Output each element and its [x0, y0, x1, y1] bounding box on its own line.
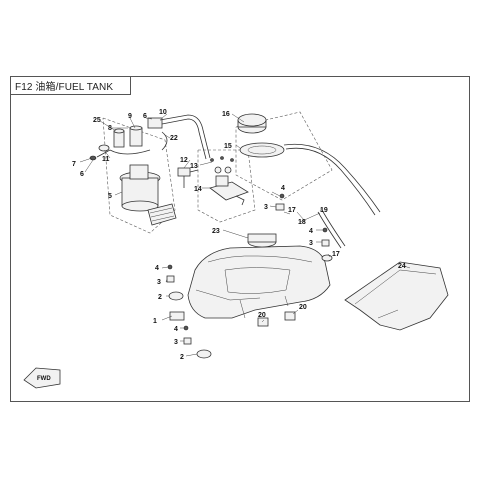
callout-6: 6	[143, 113, 147, 120]
fuel-hose	[159, 114, 211, 160]
title-box: F12 油箱/FUEL TANK	[11, 77, 131, 95]
leader-lines	[79, 113, 411, 357]
callout-3c: 3	[264, 204, 268, 211]
callout-23: 23	[212, 228, 220, 235]
fuel-pump-group-outline	[102, 117, 176, 234]
callout-2a: 2	[158, 294, 162, 301]
callout-4b: 4	[174, 326, 178, 333]
callout-5: 5	[108, 193, 112, 200]
callout-10: 10	[159, 109, 167, 116]
callout-3b: 3	[174, 339, 178, 346]
breather-hose	[283, 143, 381, 216]
drain-hose	[317, 209, 346, 249]
left-mounts	[166, 264, 212, 359]
filler-neck	[239, 142, 285, 158]
callout-20a: 20	[258, 312, 266, 319]
callout-3d: 3	[309, 240, 313, 247]
filler-cap	[237, 113, 267, 134]
callout-6b: 6	[80, 171, 84, 178]
callout-13: 13	[190, 163, 198, 170]
diagram-title: F12 油箱/FUEL TANK	[15, 82, 114, 93]
callout-17b: 17	[332, 251, 340, 258]
callout-15: 15	[224, 143, 232, 150]
callout-8: 8	[108, 125, 112, 132]
callout-3a: 3	[157, 279, 161, 286]
callout-14: 14	[194, 186, 202, 193]
cap-group-outline	[235, 111, 333, 201]
callout-19: 19	[320, 207, 328, 214]
callout-16: 16	[222, 111, 230, 118]
callout-22: 22	[170, 135, 178, 142]
callout-18: 18	[298, 219, 306, 226]
diagram-frame: F12 油箱/FUEL TANK	[10, 76, 470, 402]
callout-9: 9	[128, 113, 132, 120]
callout-1: 1	[153, 318, 157, 325]
fuel-tank	[187, 233, 331, 319]
callout-20b: 20	[299, 304, 307, 311]
callout-4c: 4	[281, 185, 285, 192]
fitting-12	[177, 167, 199, 188]
heat-shield	[344, 261, 449, 331]
fuel-pump	[119, 164, 177, 226]
rubber-dampers	[257, 311, 296, 327]
fuel-sender	[209, 156, 249, 206]
pump-fittings	[89, 117, 163, 161]
callout-17a: 17	[288, 207, 296, 214]
callout-12: 12	[180, 157, 188, 164]
svg-text:FWD: FWD	[37, 376, 51, 382]
callout-4d: 4	[309, 228, 313, 235]
forward-arrow-icon: FWD	[23, 367, 61, 389]
callout-25: 25	[93, 117, 101, 124]
callout-labels: 25 8 9 6 10 11 7 6 5 22 12 13 14 15 16 2…	[72, 109, 406, 361]
callout-11: 11	[102, 156, 110, 163]
callout-2b: 2	[180, 354, 184, 361]
callout-24: 24	[398, 263, 406, 270]
callout-4a: 4	[155, 265, 159, 272]
callout-7: 7	[72, 161, 76, 168]
